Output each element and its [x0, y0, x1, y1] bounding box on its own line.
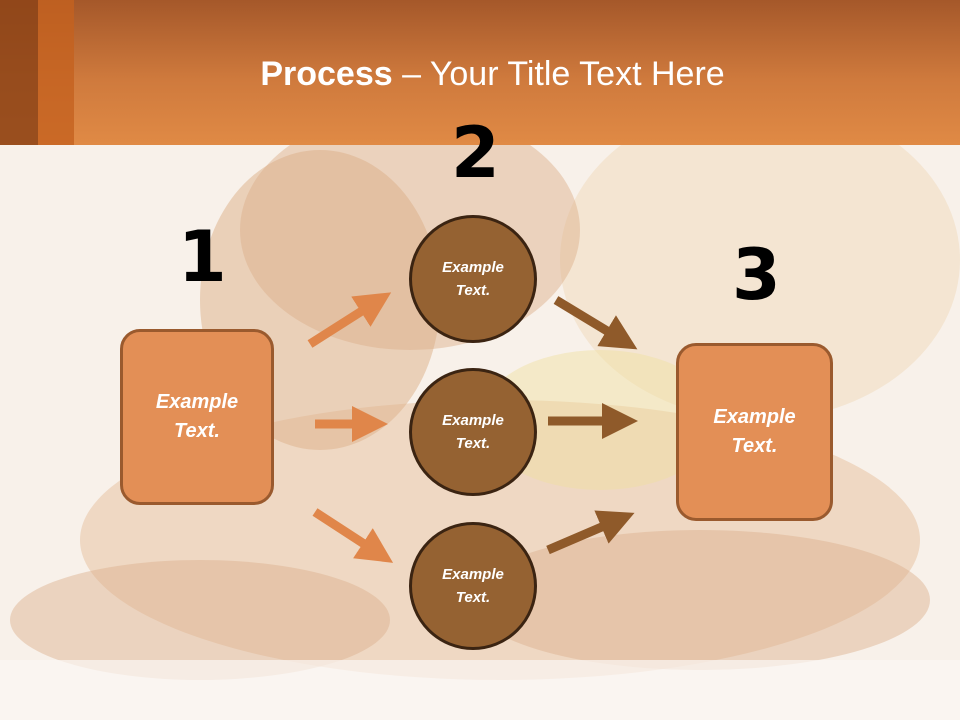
circle-middle[interactable]: Example Text.: [409, 368, 537, 496]
right-box[interactable]: Example Text.: [676, 343, 833, 521]
left-box[interactable]: Example Text.: [120, 329, 274, 505]
header-accent-dark: [0, 0, 38, 145]
circle-middle-label: Example Text.: [442, 412, 504, 452]
arrow-top-to-right: [553, 296, 638, 350]
circle-top-label: Example Text.: [442, 259, 504, 299]
title-rest: – Your Title Text Here: [392, 55, 725, 93]
arrow-bottom-to-right: [546, 510, 635, 555]
step-number-3: 3: [732, 234, 781, 316]
circle-top[interactable]: Example Text.: [409, 215, 537, 343]
arrow-left-to-bottom: [312, 508, 394, 563]
circle-bottom-label: Example Text.: [442, 566, 504, 606]
right-box-label: Example Text.: [713, 406, 796, 457]
header-bar: [0, 0, 960, 145]
title-bold: Process: [260, 55, 393, 93]
slide-title[interactable]: Process – Your Title Text Here: [0, 54, 960, 94]
step-number-1: 1: [178, 216, 227, 298]
arrow-left-to-top: [307, 292, 392, 348]
left-box-label: Example Text.: [155, 391, 239, 442]
header-accent-light: [38, 0, 74, 145]
step-number-2: 2: [451, 112, 500, 194]
circle-bottom[interactable]: Example Text.: [409, 522, 537, 650]
